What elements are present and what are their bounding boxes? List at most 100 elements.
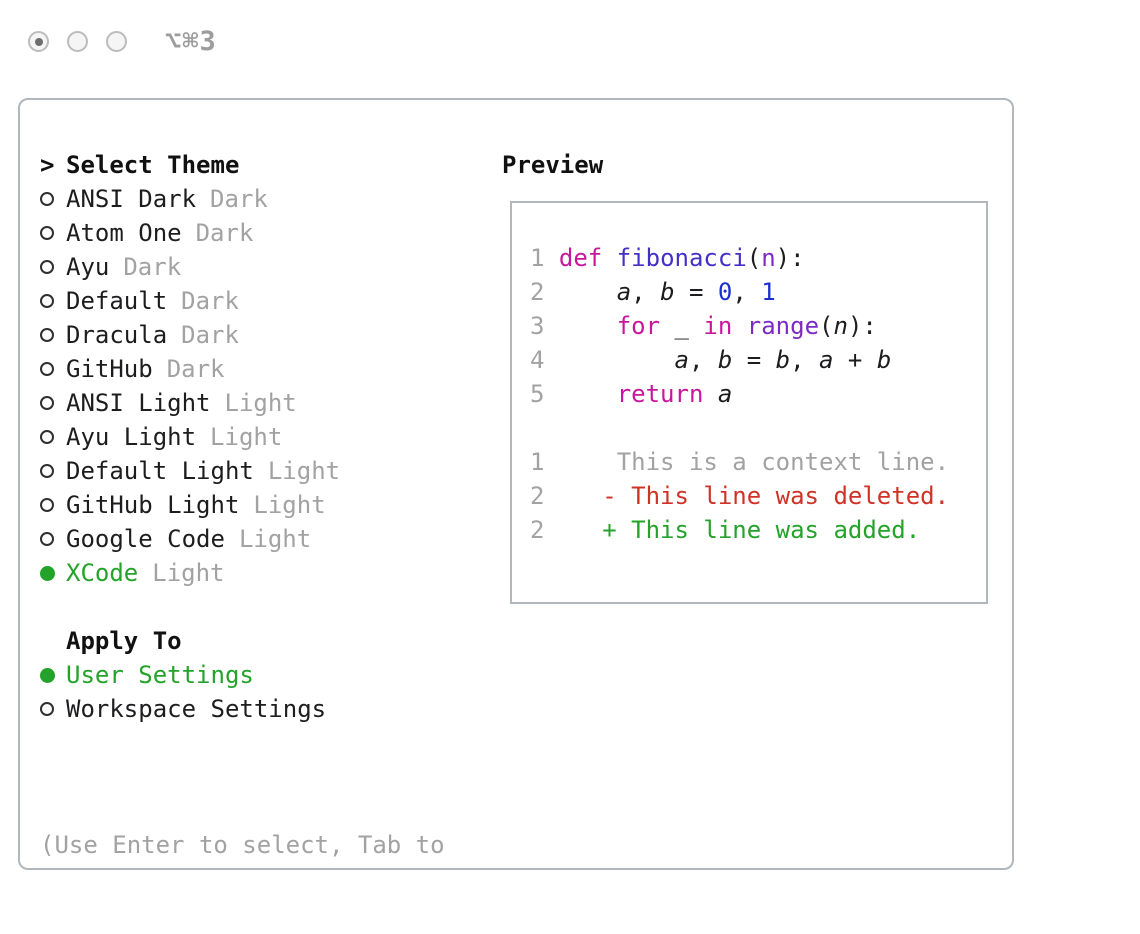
radio-selected-icon — [40, 667, 66, 683]
apply-option-user-settings[interactable]: User Settings — [40, 658, 445, 692]
theme-variant-tag: Light — [152, 559, 225, 587]
radio-off-circle — [40, 532, 54, 546]
code-token: = — [732, 346, 776, 374]
code-line: 3 for _ in range(n): — [530, 309, 986, 343]
radio-icon — [40, 328, 66, 342]
theme-option-google-code[interactable]: Google Code Light — [40, 522, 445, 556]
radio-icon — [40, 362, 66, 376]
line-number: 5 — [530, 380, 559, 408]
radio-off-circle — [40, 430, 54, 444]
traffic-light-close[interactable] — [28, 31, 49, 52]
apply-to-header: Apply To — [40, 624, 445, 658]
theme-variant-tag: Light — [267, 457, 341, 485]
option-label: GitHub — [66, 355, 153, 383]
code-token: , — [790, 346, 820, 374]
apply-to-title: Apply To — [66, 627, 182, 655]
code-token: a — [819, 346, 834, 374]
theme-variant-tag: Dark — [123, 253, 182, 281]
window-titlebar: ⌥⌘3 — [28, 26, 217, 57]
option-label: Workspace Settings — [66, 695, 327, 723]
theme-variant-tag: Dark — [195, 219, 254, 247]
radio-off-circle — [40, 464, 54, 478]
code-token: for — [616, 312, 661, 340]
select-theme-header: > Select Theme — [40, 148, 445, 182]
line-number: 2 — [530, 482, 559, 510]
theme-variant-tag: Dark — [181, 321, 239, 349]
spacer — [40, 726, 445, 760]
line-number: 2 — [530, 278, 559, 306]
option-label: ANSI Light — [66, 389, 211, 417]
code-token: n — [833, 312, 848, 340]
code-token: in — [703, 312, 733, 340]
radio-off-circle — [40, 294, 54, 308]
code-line: 1 def fibonacci(n): — [530, 241, 986, 275]
radio-off-circle — [40, 702, 54, 716]
code-token: a — [674, 346, 689, 374]
option-label: Atom One — [66, 219, 182, 247]
option-label: Dracula — [66, 321, 168, 349]
code-token: = — [674, 278, 718, 306]
code-token — [602, 244, 616, 272]
theme-option-dracula[interactable]: Dracula Dark — [40, 318, 445, 352]
radio-on-dot — [40, 667, 55, 683]
radio-selected-icon — [40, 565, 66, 581]
radio-off-circle — [40, 362, 54, 376]
hint-line-1: (Use Enter to select, Tab to — [40, 831, 445, 859]
option-label: ANSI Dark — [66, 185, 197, 213]
window-shortcut-label: ⌥⌘3 — [165, 26, 217, 57]
code-token: , — [732, 278, 762, 306]
code-token — [660, 312, 674, 340]
code-token: a — [717, 380, 733, 408]
radio-on-dot — [40, 565, 55, 581]
code-line: 2 a, b = 0, 1 — [530, 275, 986, 309]
code-token — [559, 380, 617, 408]
traffic-light-zoom[interactable] — [106, 31, 127, 52]
radio-icon — [40, 430, 66, 444]
option-label: Google Code — [66, 525, 225, 553]
theme-variant-tag: Dark — [210, 185, 268, 213]
radio-off-circle — [40, 498, 54, 512]
select-theme-title: Select Theme — [66, 151, 240, 179]
hint-text: (Use Enter to select, Tab to change focu… — [40, 760, 445, 934]
code-token: def — [558, 244, 603, 272]
theme-option-ansi-dark[interactable]: ANSI Dark Dark — [40, 182, 445, 216]
code-token: n — [761, 244, 776, 272]
prompt-caret-icon: > — [40, 151, 55, 179]
code-token: , — [688, 346, 718, 374]
radio-off-circle — [40, 396, 54, 410]
line-number: 2 — [530, 516, 559, 544]
code-line: 4 a, b = b, a + b — [530, 343, 986, 377]
theme-option-atom-one[interactable]: Atom One Dark — [40, 216, 445, 250]
traffic-light-minimize[interactable] — [67, 31, 88, 52]
code-line: 2 + This line was added. — [530, 513, 986, 547]
code-token: b — [660, 278, 675, 306]
spacer — [40, 590, 445, 624]
theme-variant-tag: Light — [238, 525, 312, 553]
option-label: GitHub Light — [66, 491, 240, 519]
code-token: b — [717, 346, 733, 374]
code-token — [559, 346, 675, 374]
code-token: b — [775, 346, 791, 374]
code-line: 2 - This line was deleted. — [530, 479, 986, 513]
code-token: This is a context line. — [558, 448, 950, 476]
option-label: Ayu Light — [66, 423, 197, 451]
code-line — [530, 411, 986, 445]
code-token: return — [616, 380, 704, 408]
hint-line-2: change focus) — [40, 930, 445, 934]
line-number: 4 — [530, 346, 559, 374]
preview-section: Preview 1 def fibonacci(n):2 a, b = 0, 1… — [502, 148, 988, 604]
code-token: b — [876, 346, 892, 374]
apply-option-workspace-settings[interactable]: Workspace Settings — [40, 692, 445, 726]
